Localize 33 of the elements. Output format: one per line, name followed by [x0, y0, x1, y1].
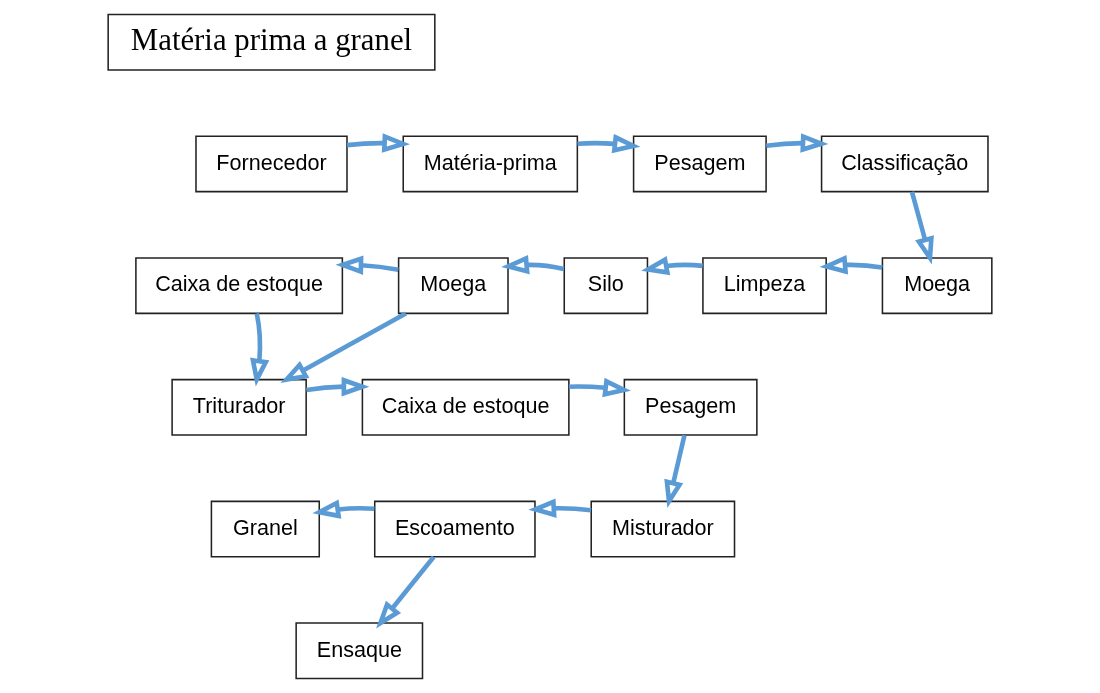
arrow — [528, 498, 592, 518]
arrow — [577, 133, 641, 154]
arrow — [250, 313, 270, 387]
node-box: Misturador — [590, 500, 736, 558]
arrow — [909, 191, 934, 265]
arrow — [501, 255, 565, 275]
arrow — [765, 133, 829, 153]
arrow — [280, 311, 407, 383]
arrow — [306, 376, 370, 397]
arrow — [664, 434, 687, 509]
node-box: Matéria prima a granel — [107, 13, 436, 71]
node-box: Fornecedor — [195, 135, 348, 193]
node-box: Limpeza — [702, 257, 827, 315]
node-box: Caixa de estoque — [361, 378, 570, 436]
node-box: Moega — [397, 257, 509, 315]
node-box: Caixa de estoque — [135, 257, 344, 315]
node-box: Escoamento — [373, 500, 536, 558]
arrow — [312, 499, 375, 519]
node-box: Classificação — [820, 135, 989, 193]
node-box: Granel — [210, 500, 321, 558]
arrow — [335, 255, 399, 275]
arrow — [641, 256, 703, 276]
arrow — [376, 555, 436, 629]
node-box: Pesagem — [632, 135, 767, 193]
node-box: Pesagem — [623, 378, 758, 436]
node-box: Silo — [563, 257, 649, 315]
node-box: Matéria-prima — [402, 135, 579, 193]
arrow — [346, 133, 411, 153]
node-box: Ensaque — [295, 622, 424, 680]
node-box: Moega — [881, 257, 993, 315]
arrow — [819, 255, 883, 275]
arrow — [568, 377, 631, 398]
node-box: Triturador — [171, 378, 307, 436]
